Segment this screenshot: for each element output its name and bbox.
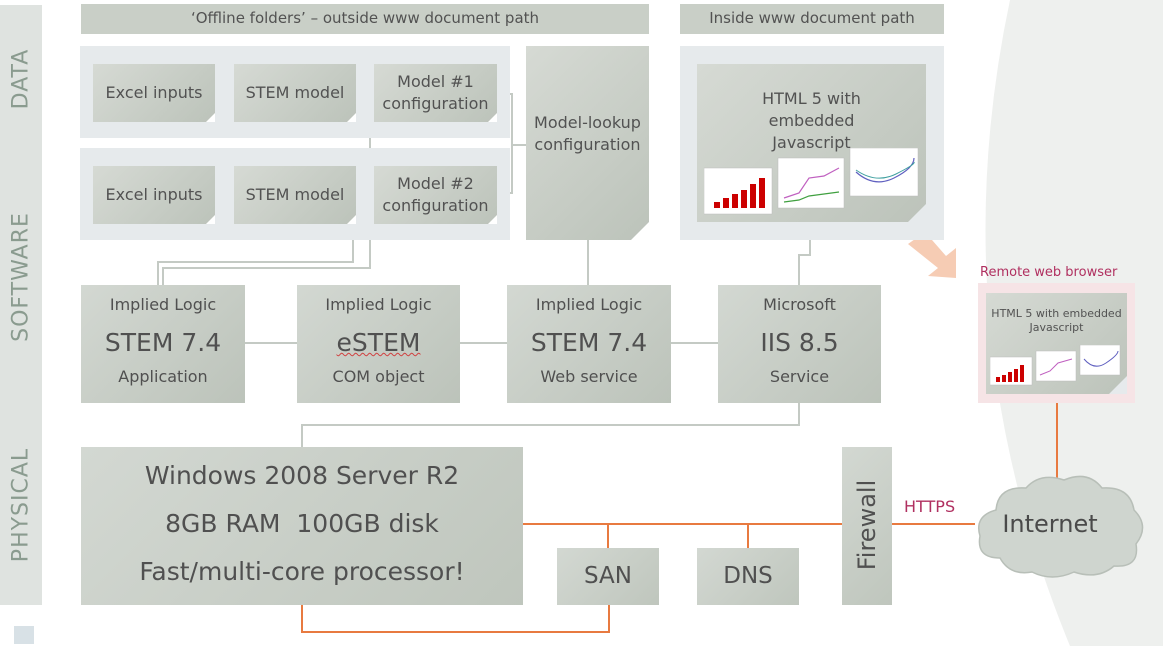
iis-name: IIS 8.5	[760, 328, 839, 357]
stem-application-name: STEM 7.4	[104, 328, 222, 357]
excel-inputs-1: Excel inputs	[93, 64, 215, 122]
estem-vendor: Implied Logic	[325, 295, 432, 314]
remote-chart-thumbnails	[990, 345, 1121, 386]
stem-application-type: Application	[118, 367, 208, 386]
server-processor: Fast/multi-core processor!	[139, 557, 465, 586]
remote-browser: HTML 5 with embedded Javascript	[978, 283, 1135, 403]
model2-configuration: Model #2 configuration	[374, 166, 497, 224]
iis-vendor: Microsoft	[763, 295, 836, 314]
estem-type: COM object	[332, 367, 425, 386]
internet-label: Internet	[1002, 510, 1098, 538]
windows-server: Windows 2008 Server R2 8GB RAM 100GB dis…	[81, 447, 523, 605]
https-label: HTTPS	[904, 497, 956, 516]
header-inside-www: Inside www document path	[680, 4, 944, 34]
iis-type: Service	[769, 367, 830, 386]
server-os: Windows 2008 Server R2	[144, 461, 460, 490]
stem-model-2: STEM model	[234, 166, 356, 224]
internet-cloud-icon	[978, 475, 1144, 578]
stem-web-service-vendor: Implied Logic	[535, 295, 643, 314]
dns-box: DNS	[697, 548, 799, 605]
header-offline-folders: ‘Offline folders’ – outside www document…	[81, 4, 649, 34]
html5-chart-thumbnails	[704, 148, 919, 215]
stem-web-service: Implied Logic STEM 7.4 Web service	[507, 285, 671, 403]
estem-com-object: Implied Logic eSTEM COM object	[297, 285, 460, 403]
remote-browser-label: Remote web browser	[980, 265, 1118, 280]
server-memory-disk: 8GB RAM 100GB disk	[165, 509, 439, 538]
san-box: SAN	[557, 548, 659, 605]
stem-application: Implied Logic STEM 7.4 Application	[81, 285, 245, 403]
model1-configuration: Model #1 configuration	[374, 64, 497, 122]
corner-square	[14, 626, 34, 644]
model-lookup-configuration: Model-lookup configuration	[526, 46, 649, 240]
estem-name: eSTEM	[336, 328, 421, 357]
iis-service: Microsoft IIS 8.5 Service	[718, 285, 881, 403]
layer-sidebar: DATA SOFTWARE PHYSICAL	[0, 5, 42, 605]
excel-inputs-2: Excel inputs	[93, 166, 215, 224]
stem-model-1: STEM model	[234, 64, 356, 122]
stem-web-service-name: STEM 7.4	[530, 328, 648, 357]
stem-web-service-type: Web service	[540, 367, 638, 386]
stem-application-vendor: Implied Logic	[109, 295, 217, 314]
firewall-label: Firewall	[853, 479, 881, 571]
firewall: Firewall	[842, 447, 892, 605]
